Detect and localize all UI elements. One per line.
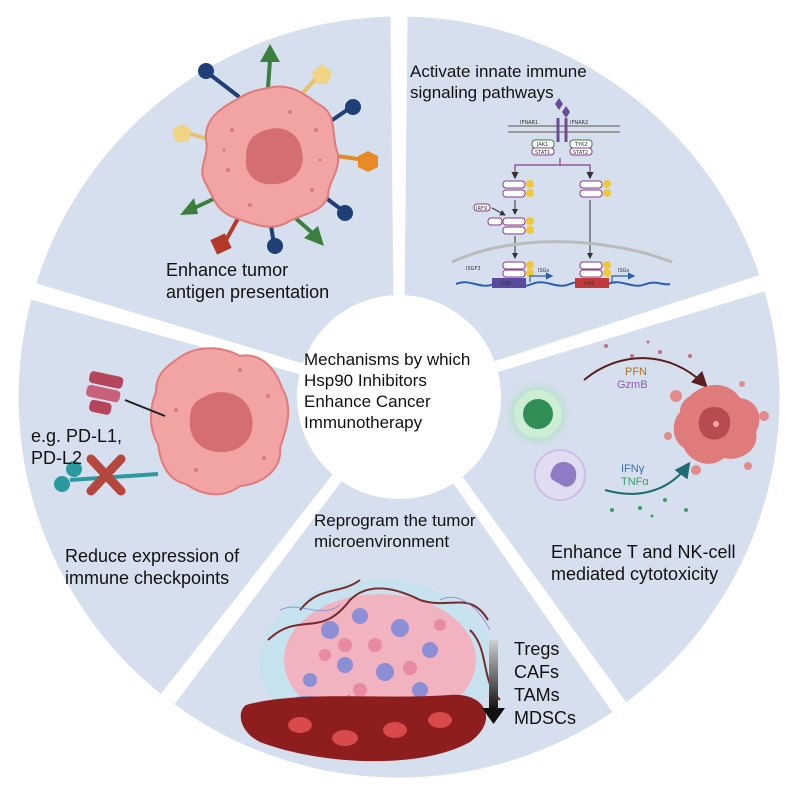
tumor-cell-antigens [172,44,378,255]
isgf3-complex [487,217,534,235]
cafs-label: CAFs [514,662,559,682]
pd-l-ligand-icon [66,461,82,477]
innate-signaling-label: Activate innate immune signaling pathway… [410,62,587,102]
center-circle [297,295,501,499]
isgs-label-1: ISGs [538,268,550,274]
stat-dimer-left [502,180,534,198]
mhc-antigen-icon [345,99,361,115]
cytokine-release-arrow [604,461,691,495]
tcr-receptor-icon [86,371,124,415]
checkpoints-label: Reduce expression of immune checkpoints [65,546,240,588]
arrow-antigen-icon [260,44,280,62]
isgf3-label: ISGF3 [466,266,481,272]
isgs-label-2: ISGs [618,268,630,274]
isre-label: ISRE [500,281,511,287]
t-cell-nucleus [523,399,553,429]
stat2-label: STAT2 [573,150,588,156]
arrow-antigen-icon [304,226,324,246]
granule-release-arrow [583,357,708,388]
decrease-arrowhead [482,708,505,724]
inhibition-x-icon [86,454,126,496]
segment-innate-signaling [394,7,771,404]
irf9-label: IRF9 [476,206,487,212]
ifng-label: IFNγ [621,463,645,475]
jak1-label: JAK1 [536,142,548,148]
blood-vessel [240,694,487,762]
pd-l-ligand-icon [54,476,70,492]
receptor1-label: IFNAR1 [520,120,538,126]
tregs-label: Tregs [514,639,560,659]
checkpoint-tumor-cell [54,347,290,496]
tnfa-label: TNFα [621,476,649,488]
cytotoxic-cells: PFN GzmB IFNγ TNFα [504,340,769,518]
ring-segments [9,7,789,787]
arrow-antigen-icon [180,198,198,215]
tumor-nucleus [245,128,303,185]
mhc-antigen-icon [198,63,214,79]
stat1-label: STAT1 [535,150,550,156]
tumor-microenvironment [240,579,505,762]
gzmb-label: GzmB [617,379,648,391]
nk-cell-nucleus [550,461,577,487]
dying-tumor-cell [664,381,769,475]
tyk2-label: TYK2 [574,142,588,148]
tams-label: TAMs [514,685,560,705]
hexagon-antigen-icon [358,151,378,172]
pentagon-antigen-icon [312,64,332,84]
microenvironment-label: Reprogram the tumor microenvironment [314,511,476,551]
pentagon-antigen-icon [172,124,192,142]
mhc-antigen-icon [337,205,353,221]
pfn-label: PFN [625,366,647,378]
cytotoxicity-label: Enhance T and NK-cell mediated cytotoxic… [551,542,736,584]
receptor2-label: IFNAR2 [570,120,588,126]
decreased-cells-list: Tregs CAFs TAMs MDSCs [514,638,604,730]
ifn-ligand-icon [555,98,570,118]
jak-stat-pathway: IFNAR1 IFNAR2 JAK1 STAT1 TYK2 STAT2 IRF9 [451,98,673,288]
checkpoint-example-label: e.g. PD-L1, PD-L2 [31,426,123,468]
decrease-arrow [489,640,498,710]
stat-dimer-right [579,180,611,198]
gas-label: GAS [584,281,594,287]
mhc-antigen-icon [267,238,283,254]
tumor-nucleus [189,392,253,453]
square-antigen-icon [210,233,232,255]
center-title: Mechanisms by which Hsp90 Inhibitors Enh… [304,350,471,432]
mdscs-label: MDSCs [514,708,576,728]
antigen-presentation-label: Enhance tumor antigen presentation [166,260,330,302]
